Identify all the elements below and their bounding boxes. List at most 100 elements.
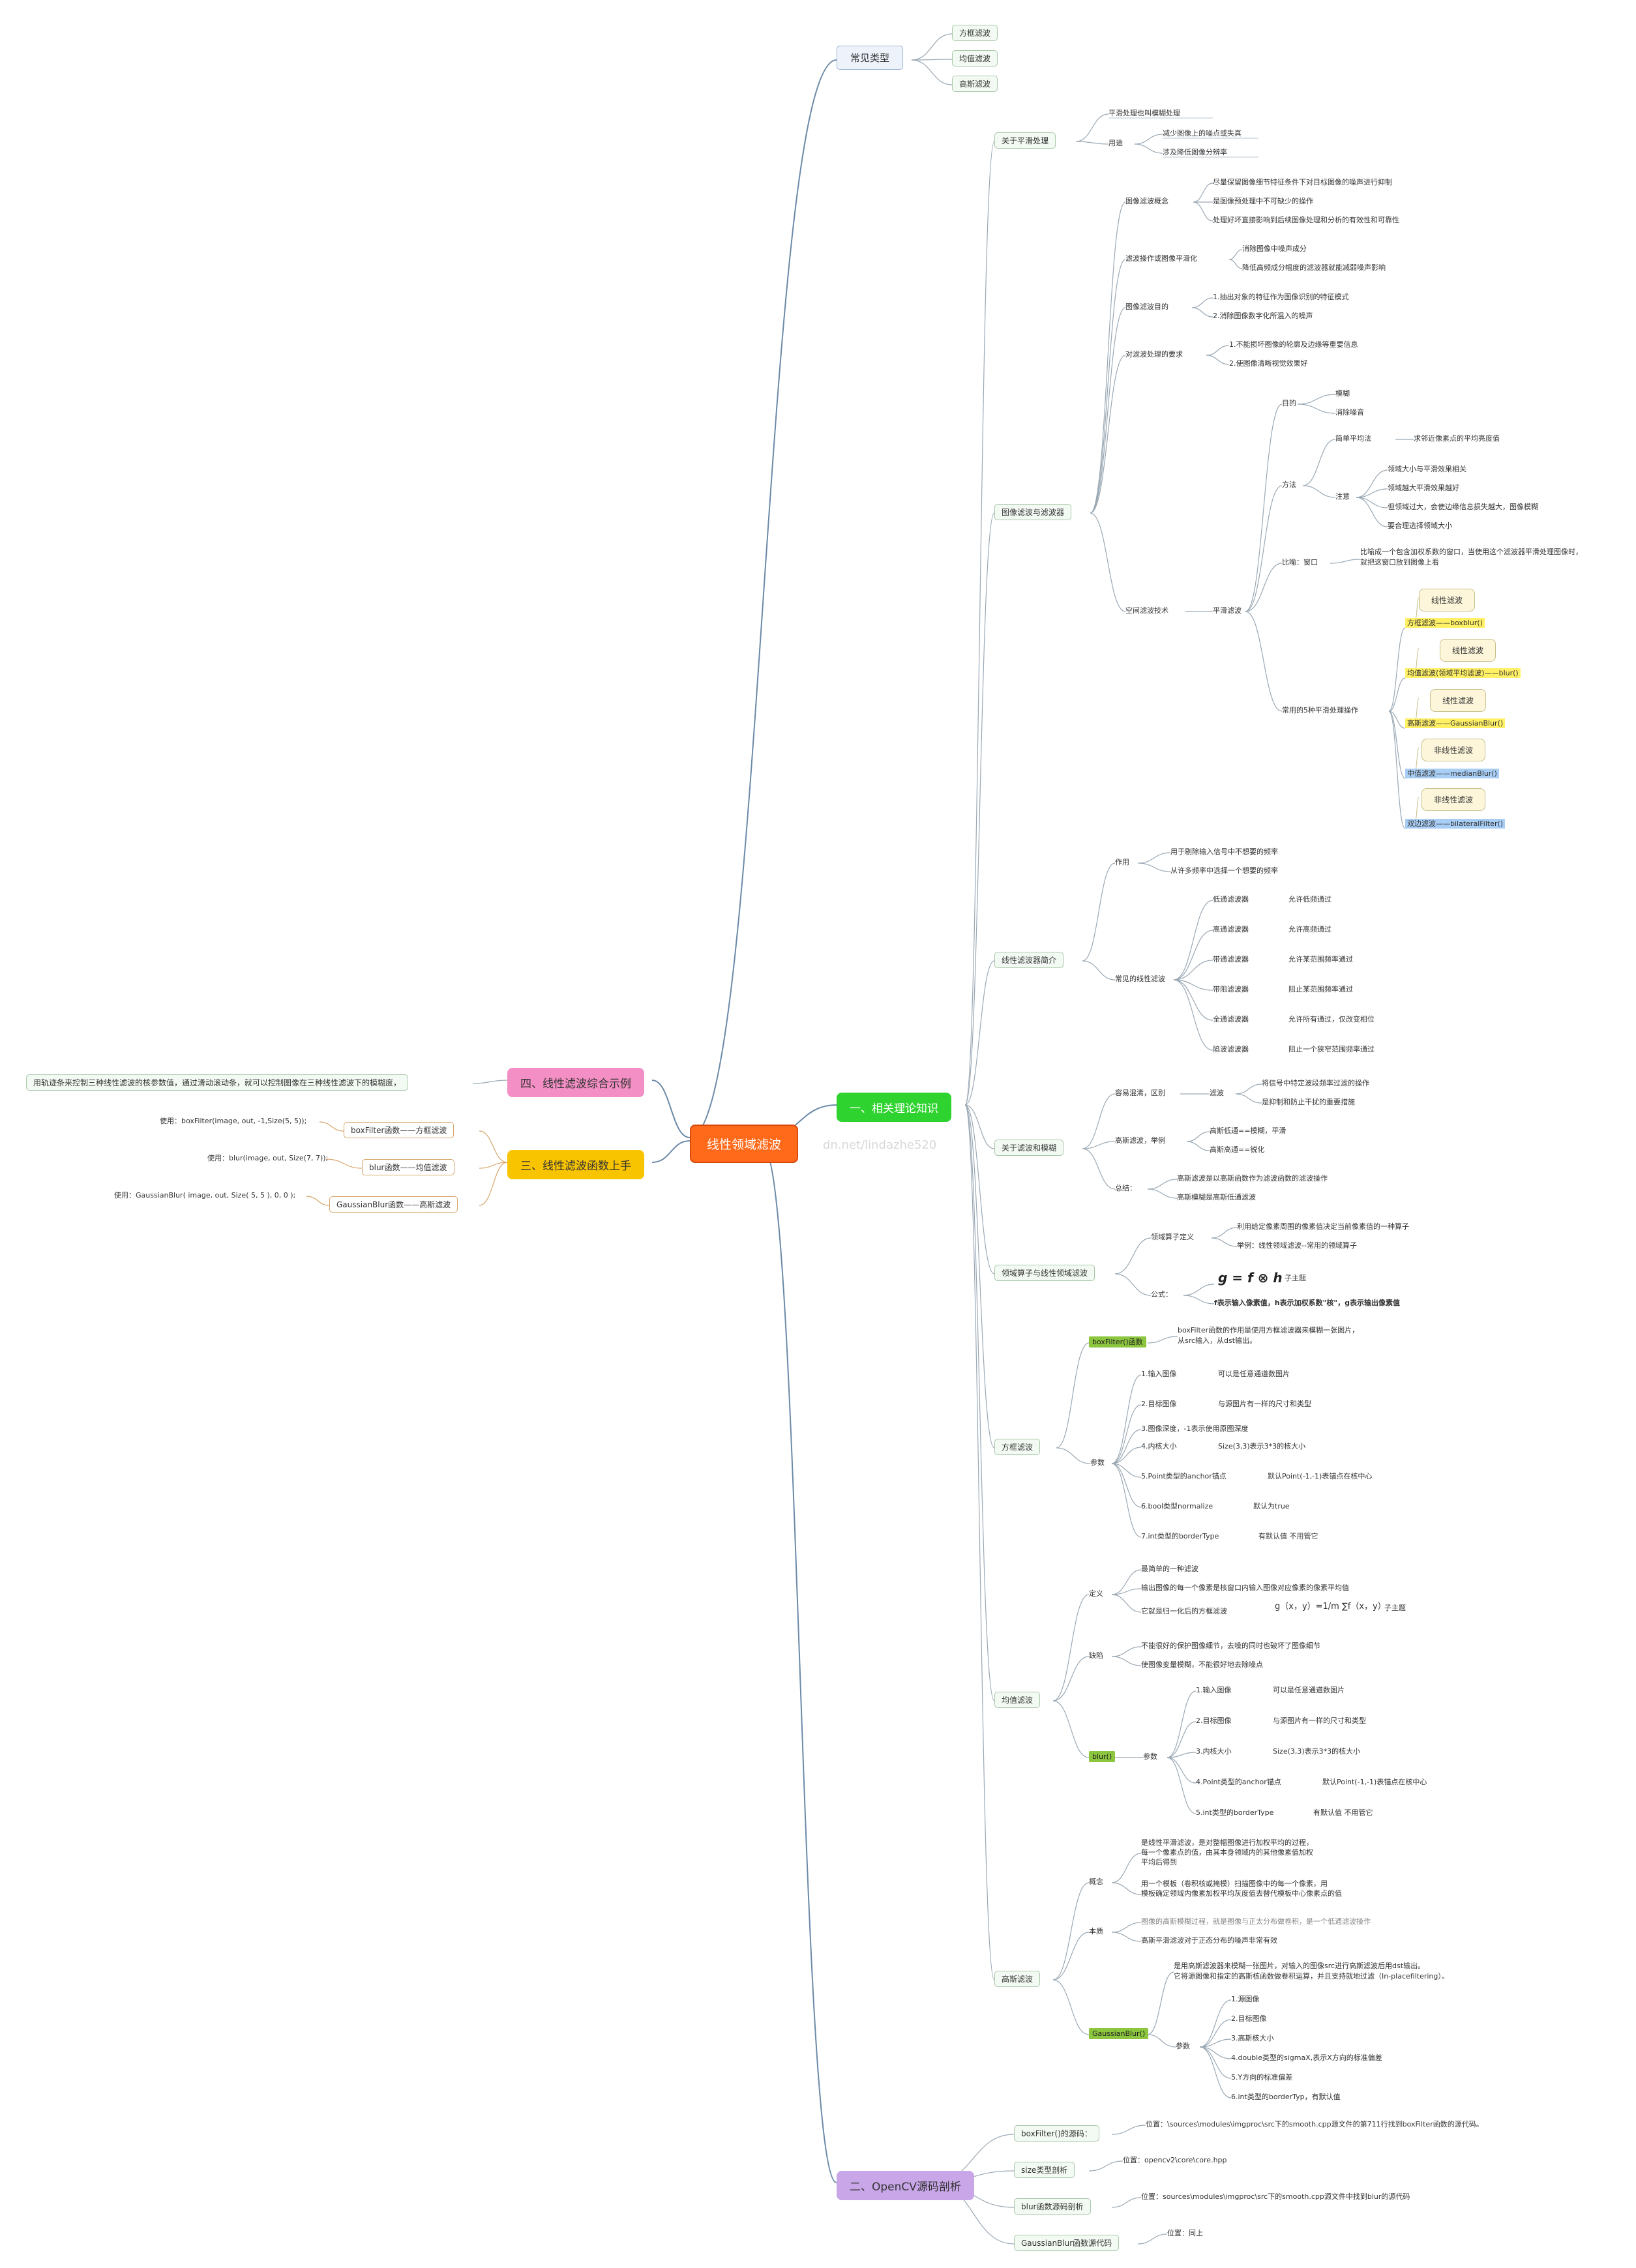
- node-gauss-filter[interactable]: 高斯滤波: [994, 1971, 1041, 1987]
- connector: [1082, 862, 1116, 962]
- node-mean-filter[interactable]: 均值滤波: [994, 1692, 1041, 1708]
- node-smooth[interactable]: 关于平滑处理: [994, 132, 1056, 149]
- branch-opencv-source[interactable]: 二、OpenCV源码剖析: [837, 2171, 974, 2200]
- branch-demo[interactable]: 四、线性滤波综合示例: [507, 1068, 644, 1097]
- src-blur[interactable]: blur函数源码剖析: [1014, 2198, 1091, 2215]
- connector: [1193, 183, 1213, 203]
- smooth-use-2: 涉及降低图像分辨率: [1163, 148, 1227, 156]
- formula-desc: f表示输入像素值，h表示加权系数"核"，g表示输出像素值: [1214, 1299, 1400, 1307]
- boxfilter-func: boxFilter()函数: [1089, 1336, 1146, 1348]
- connector: [1147, 2034, 1176, 2048]
- smooth-alias: 平滑处理也叫模糊处理: [1108, 109, 1180, 117]
- hands-blur[interactable]: blur函数——均值滤波: [362, 1159, 454, 1175]
- connector: [1111, 1447, 1142, 1464]
- param-desc: 有默认值 不用管它: [1313, 1808, 1373, 1817]
- connector: [1052, 1594, 1090, 1701]
- boxfilter-desc: boxFilter函数的作用是使用方框滤波器来模糊一张图片，: [1178, 1326, 1360, 1334]
- connector: [1075, 113, 1109, 142]
- boxfilter-desc: 从src输入，从dst输出。: [1178, 1336, 1257, 1345]
- connector: [1137, 862, 1171, 872]
- connector: [1137, 852, 1171, 864]
- linear-filter-tag[interactable]: 线性滤波: [1419, 589, 1476, 611]
- note: 注意: [1335, 492, 1350, 501]
- nonlinear-filter-tag[interactable]: 非线性滤波: [1421, 788, 1486, 811]
- connector: [1052, 1932, 1090, 1981]
- branch-common-types[interactable]: 常见类型: [837, 46, 904, 70]
- node-operator[interactable]: 领域算子与线性领域滤波: [994, 1265, 1095, 1281]
- concept-item: 是图像预处理中不可缺少的操作: [1213, 197, 1313, 205]
- hands-blur-usage: 使用：blur(image, out, Size(7, 7));: [207, 1154, 329, 1162]
- connector: [1183, 1284, 1215, 1296]
- summary: 总结：: [1115, 1184, 1137, 1192]
- connector: [911, 59, 953, 61]
- linear-filter-tag[interactable]: 线性滤波: [1440, 639, 1496, 662]
- param-name: 5.Point类型的anchor锚点: [1141, 1472, 1227, 1480]
- node-box-filter[interactable]: 方框滤波: [994, 1439, 1041, 1455]
- connector: [1356, 488, 1388, 498]
- gauss-param: 5.Y方向的标准偏差: [1231, 2073, 1293, 2082]
- connector: [1245, 404, 1283, 612]
- connector: [911, 33, 953, 61]
- op-item: 降低高频成分幅度的滤波器就能减弱噪声影响: [1242, 263, 1386, 272]
- purpose: 目的: [1282, 399, 1296, 407]
- connector: [1235, 1093, 1262, 1104]
- gauss-concept-line: 是线性平滑滤波，是对整幅图像进行加权平均的过程，: [1141, 1838, 1313, 1847]
- connector: [1075, 141, 1109, 145]
- connector: [1090, 355, 1126, 514]
- connector: [1388, 711, 1406, 779]
- hands-boxfilter[interactable]: boxFilter函数——方框滤波: [344, 1122, 454, 1138]
- branch-hands-on[interactable]: 三、线性滤波函数上手: [507, 1150, 644, 1179]
- connector: [1173, 960, 1213, 980]
- hands-gaussianblur[interactable]: GaussianBlur函数——高斯滤波: [329, 1196, 458, 1213]
- connector: [1199, 2039, 1232, 2048]
- nonlinear-filter-tag[interactable]: 非线性滤波: [1421, 739, 1486, 761]
- filter-desc: 允许所有通过，仅改变相位: [1288, 1015, 1375, 1024]
- gaussianblur-desc: 它将源图像和指定的高斯核函数做卷积运算，并且支持就地过滤（In-placefil…: [1174, 1972, 1449, 1981]
- connector: [1191, 297, 1213, 308]
- connector: [1147, 1188, 1178, 1199]
- connector: [1082, 1141, 1116, 1149]
- connector: [319, 1121, 344, 1132]
- connector: [1111, 1656, 1142, 1666]
- op-medianblur: 中值滤波——medianBlur(): [1405, 769, 1499, 778]
- smooth-filter: 平滑滤波: [1213, 606, 1242, 615]
- node-filter-blur[interactable]: 关于滤波和模糊: [994, 1140, 1064, 1156]
- type-gauss-filter[interactable]: 高斯滤波: [952, 76, 998, 92]
- connector: [964, 1104, 995, 1981]
- connector: [689, 59, 837, 1138]
- node-filtering[interactable]: 图像滤波与滤波器: [994, 504, 1072, 520]
- node-linear-intro[interactable]: 线性滤波器简介: [994, 952, 1064, 968]
- param-desc: 可以是任意通道数图片: [1218, 1370, 1290, 1378]
- op-gaussianblur: 高斯滤波——GaussianBlur(): [1405, 718, 1506, 728]
- connector: [964, 1104, 995, 1701]
- connector: [964, 1104, 995, 1449]
- formula-tag: 子主题: [1285, 1274, 1306, 1282]
- central-topic[interactable]: 线性领域滤波: [690, 1125, 799, 1163]
- branch-theory[interactable]: 一、相关理论知识: [837, 1093, 951, 1122]
- op-blur: 均值滤波(领域平均滤波)——blur(): [1405, 668, 1521, 678]
- src-size[interactable]: size类型剖析: [1014, 2162, 1075, 2178]
- type-box-filter[interactable]: 方框滤波: [952, 25, 998, 41]
- connector: [964, 141, 995, 1106]
- op-boxblur: 方框滤波——boxblur(): [1405, 618, 1485, 628]
- connector: [1356, 469, 1388, 498]
- linear-filter-tag[interactable]: 线性滤波: [1430, 689, 1487, 712]
- param-desc: Size(3,3)表示3*3的核大小: [1273, 1747, 1361, 1756]
- src-boxfilter[interactable]: boxFilter()的源码：: [1014, 2125, 1099, 2142]
- type-mean-filter[interactable]: 均值滤波: [952, 50, 998, 66]
- src-gaussianblur[interactable]: GaussianBlur函数源代码: [1014, 2235, 1120, 2251]
- essence-item: 图像的高斯模糊过程，就是图像与正太分布做卷积，是一个低通滤波操作: [1141, 1917, 1371, 1926]
- connector: [1191, 307, 1213, 317]
- demo-desc[interactable]: 用轨迹条来控制三种线性滤波的核参数值，通过滑动滚动条，就可以控制图像在三种线性滤…: [26, 1074, 409, 1091]
- smooth-use-1: 减少图像上的噪点或失真: [1163, 129, 1242, 138]
- hands-gaussianblur-usage: 使用：GaussianBlur( image, out, Size( 5, 5 …: [114, 1191, 296, 1200]
- connector: [1147, 1971, 1174, 2035]
- connector: [1356, 497, 1388, 527]
- src-size-loc: 位置：opencv2\core\core.hpp: [1123, 2156, 1227, 2164]
- connector: [1111, 1588, 1142, 1595]
- filter-type: 陷波滤波器: [1213, 1045, 1249, 1053]
- connector: [1211, 1237, 1238, 1247]
- filter-op: 滤波操作或图像平滑化: [1125, 254, 1197, 263]
- blur-params: 参数: [1143, 1752, 1157, 1761]
